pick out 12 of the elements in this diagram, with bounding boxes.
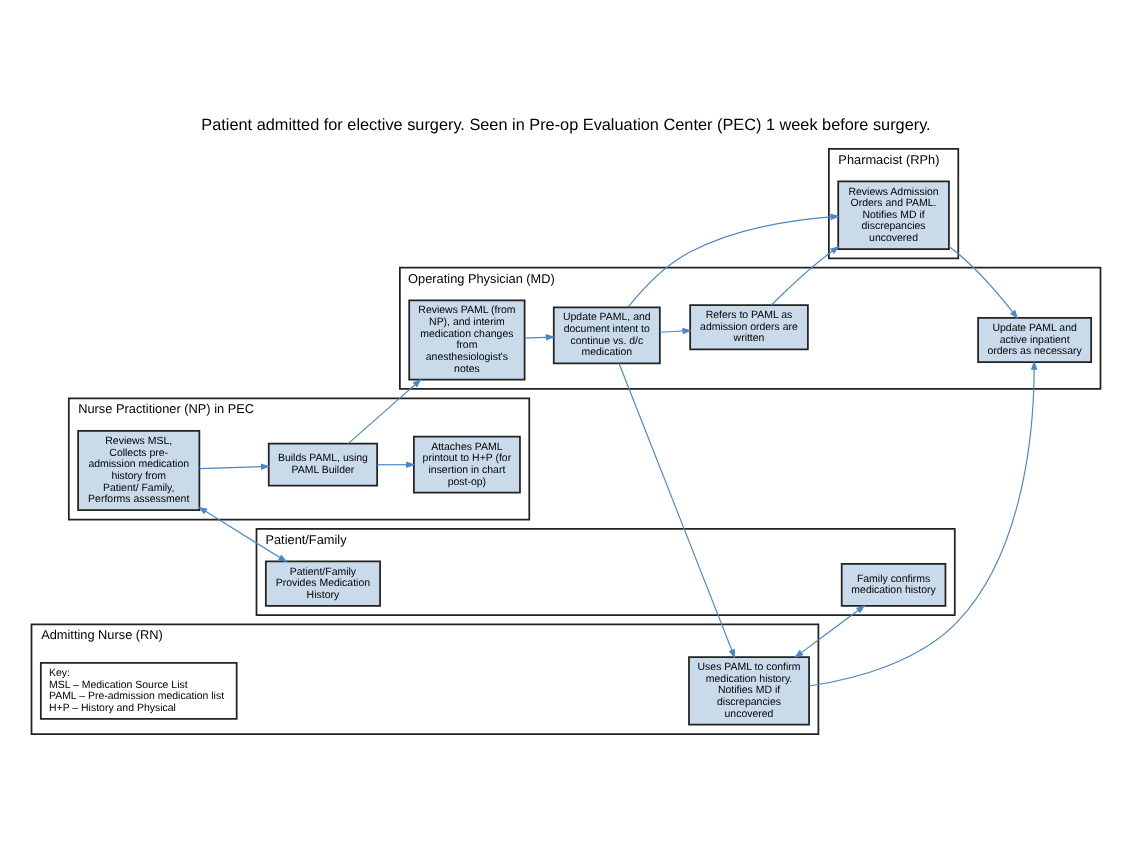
arrow <box>794 604 866 659</box>
arrow <box>659 327 692 335</box>
arrow <box>347 378 422 445</box>
arrow <box>524 334 556 341</box>
arrow <box>770 246 840 306</box>
arrow <box>808 360 1038 687</box>
arrow <box>376 461 416 468</box>
arrow <box>618 362 736 659</box>
arrow <box>197 506 288 563</box>
arrow <box>627 213 840 308</box>
arrow <box>198 463 271 470</box>
arrow <box>948 246 1019 320</box>
